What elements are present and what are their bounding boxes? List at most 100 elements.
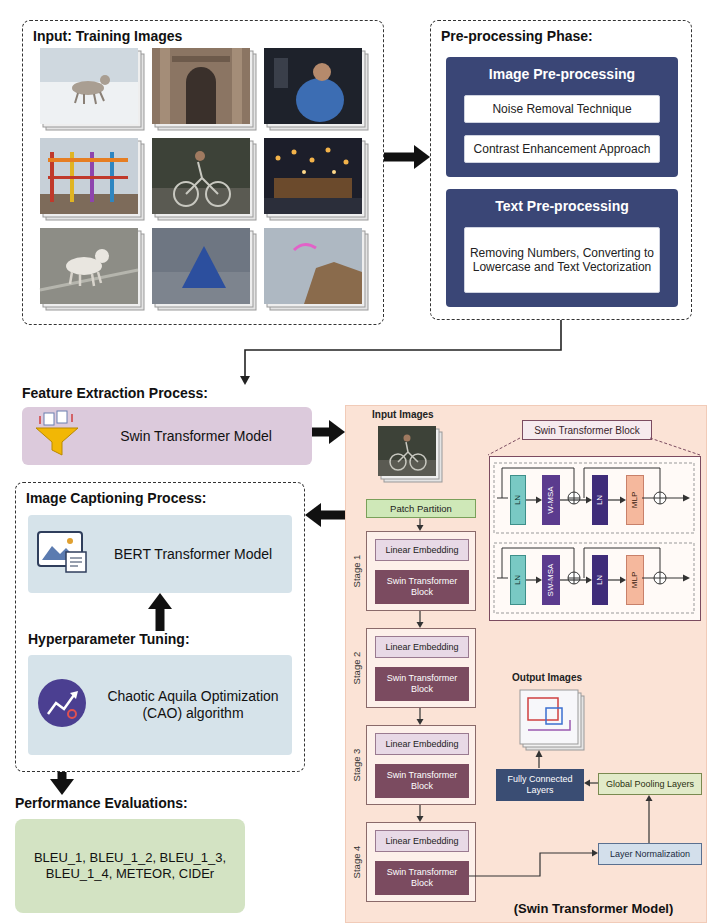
connector-line — [321, 511, 345, 520]
connector — [417, 518, 424, 531]
box-label: Layer Normalization — [610, 849, 690, 860]
layer-box: Linear Embedding — [375, 733, 469, 755]
arrow-head — [592, 850, 598, 857]
group-frame: Pre-processing Phase:Image Pre-processin… — [430, 20, 692, 320]
stage-box: Stage 1Linear EmbeddingSwin Transformer … — [366, 531, 476, 611]
stage-box: Stage 3Linear EmbeddingSwin Transformer … — [366, 725, 476, 805]
box-label: Linear Embedding — [385, 836, 458, 847]
training-image — [264, 228, 368, 310]
group-heading: Input: Training Images — [23, 21, 383, 45]
stage-label: Stage 1 — [352, 555, 362, 588]
process-panel: Text Pre-processingRemoving Numbers, Con… — [446, 189, 678, 307]
box-label: BLEU_1, BLEU_1_2, BLEU_1_3, BLEU_1_4, ME… — [19, 850, 241, 881]
panel-caption: (Swin Transformer Model) — [486, 901, 701, 916]
connector-line — [608, 579, 620, 580]
box-shape: BLEU_1, BLEU_1_2, BLEU_1_3, BLEU_1_4, ME… — [15, 819, 245, 913]
arrow-head — [417, 622, 424, 628]
input-image — [378, 426, 442, 482]
connector-line — [608, 499, 620, 500]
connector — [50, 772, 74, 795]
arrow-head — [50, 779, 74, 795]
training-image — [152, 228, 256, 310]
arrow-head — [305, 503, 321, 527]
connector — [526, 577, 542, 584]
training-image — [152, 48, 256, 130]
connector — [312, 420, 345, 444]
funnel-icon — [36, 411, 78, 455]
training-image — [264, 138, 368, 220]
block-title: Swin Transformer Block — [534, 425, 640, 436]
layer-bar: MLP — [626, 475, 644, 525]
layer-label: LN — [596, 495, 604, 505]
layer-label: W-MSA — [547, 486, 555, 513]
layer-box: Linear Embedding — [375, 830, 469, 852]
layer-box: Global Pooling Layers — [598, 773, 702, 795]
stage-label: Stage 2 — [352, 652, 362, 685]
panel-heading: Image Pre-processing — [446, 57, 678, 83]
process-panel: Image Pre-processingNoise Removal Techni… — [446, 57, 678, 177]
layer-box: Fully Connected Layers — [496, 769, 584, 801]
box-heading: Hyperparameter Tuning: — [28, 631, 292, 648]
image-label: Output Images — [512, 672, 582, 683]
box-label: Swin Transformer Model — [120, 428, 272, 445]
connector — [608, 497, 626, 504]
arrow-head — [584, 780, 590, 787]
group-heading: Image Captioning Process: — [16, 483, 304, 507]
result-box: Performance Evaluations: BLEU_1, BLEU_1_2… — [15, 795, 245, 913]
captioning-icon — [38, 532, 86, 572]
layer-bar: MLP — [626, 555, 644, 605]
process-box: Noise Removal Technique — [464, 95, 660, 123]
box-label: Removing Numbers, Converting to Lowercas… — [469, 246, 655, 275]
box-label: Linear Embedding — [385, 545, 458, 556]
layer-bar: LN — [510, 555, 526, 605]
layer-label: MLP — [631, 572, 639, 588]
stage-label: Stage 3 — [352, 749, 362, 782]
box-heading: Performance Evaluations: — [15, 795, 245, 812]
connector-line — [648, 801, 649, 843]
arrow-head — [148, 593, 172, 609]
process-box: Contrast Enhancement Approach — [464, 135, 660, 163]
box-label: Contrast Enhancement Approach — [474, 142, 651, 156]
group-frame: Input: Training Images — [22, 20, 384, 325]
arrow-head — [417, 816, 424, 822]
layer-bar: W-MSA — [542, 475, 560, 525]
layer-bar: SW-MSA — [542, 555, 560, 605]
connector-line — [156, 609, 165, 631]
connector — [384, 145, 430, 169]
connector — [608, 577, 626, 584]
connector-line — [58, 772, 67, 779]
connector-line — [419, 708, 420, 719]
connector-line — [560, 579, 586, 580]
box-label: Linear Embedding — [385, 642, 458, 653]
optimization-icon — [38, 679, 86, 727]
arrow-head — [620, 577, 626, 584]
layer-box: Swin Transformer Block — [375, 570, 469, 604]
layer-box: Linear Embedding — [375, 539, 469, 561]
stage-label-holder: Stage 2 — [348, 629, 365, 707]
connector — [240, 320, 561, 385]
layer-box: Swin Transformer Block — [375, 861, 469, 895]
layer-label: LN — [596, 575, 604, 585]
arrow-head — [536, 497, 542, 504]
layer-label: MLP — [631, 492, 639, 508]
arrow-head — [329, 420, 345, 444]
layer-bar: LN — [592, 475, 608, 525]
connector-line — [245, 320, 561, 376]
training-image — [264, 48, 368, 130]
connector-line — [526, 499, 536, 500]
connector — [417, 708, 424, 725]
stage-box: Stage 4Linear EmbeddingSwin Transformer … — [366, 822, 476, 902]
process-box: Removing Numbers, Converting to Lowercas… — [464, 227, 660, 293]
box-label: Patch Partition — [390, 503, 452, 514]
connector-line — [384, 153, 414, 162]
connector-line — [312, 428, 329, 437]
box-heading: Feature Extraction Process: — [22, 385, 312, 402]
layer-box: Linear Embedding — [375, 636, 469, 658]
training-image — [40, 48, 144, 130]
arrow-head — [620, 497, 626, 504]
label-holder: Output Images — [512, 672, 582, 683]
box-label: Swin Transformer Block — [379, 770, 465, 792]
block-row — [494, 543, 694, 613]
stage-label: Stage 4 — [352, 846, 362, 879]
